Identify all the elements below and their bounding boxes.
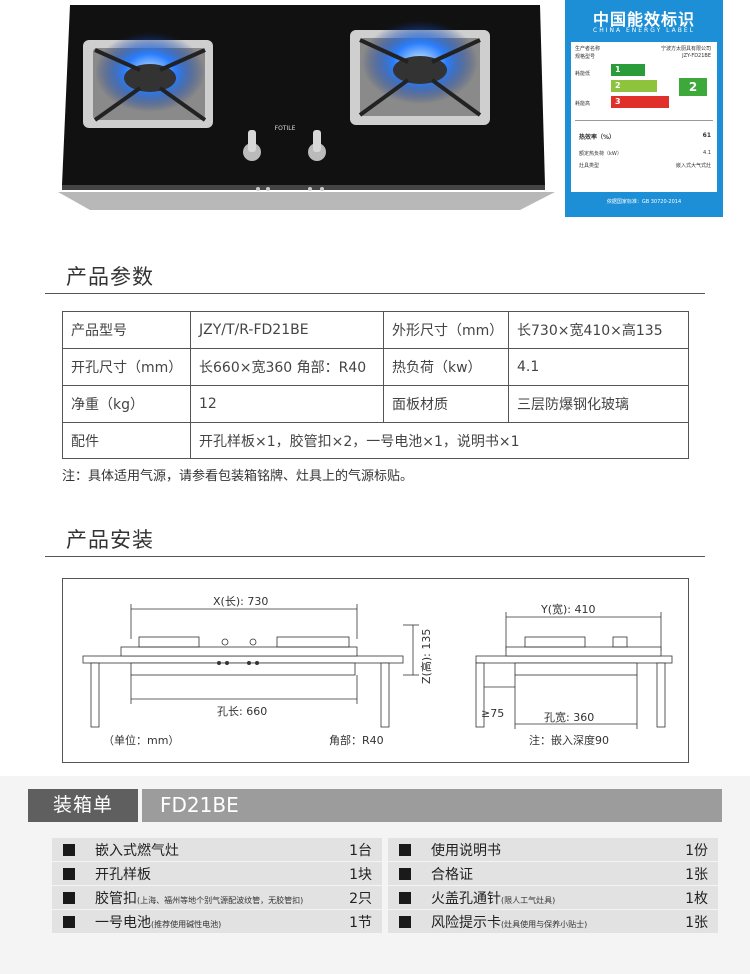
param-value: JZY/T/R-FD21BE	[190, 311, 384, 349]
low-energy-label: 耗能低	[575, 71, 591, 77]
heat-row: 额定热负荷（kW） 4.1	[579, 150, 711, 157]
params-table: 产品型号 JZY/T/R-FD21BE 外形尺寸（mm） 长730×宽410×高…	[62, 311, 689, 459]
depth-note: 注：嵌入深度90	[529, 733, 609, 747]
z-dimension: Z(高): 135	[419, 629, 433, 684]
high-energy-label: 耗能高	[575, 101, 591, 107]
list-item: 一号电池(推荐使用碱性电池) 1节	[52, 910, 382, 933]
grade-bar-2: 2	[611, 80, 657, 92]
corner-note: 角部：R40	[329, 733, 384, 747]
params-divider	[45, 293, 705, 294]
type-value: 嵌入式大气式灶	[675, 163, 711, 169]
list-item: 胶管扣(上海、福州等地个别气源配波纹管，无胶管扣) 2只	[52, 886, 382, 909]
param-label: 开孔尺寸（mm）	[62, 348, 191, 386]
list-item: 嵌入式燃气灶 1台	[52, 838, 382, 861]
left-knob[interactable]	[243, 130, 261, 161]
item-qty: 1节	[349, 914, 372, 931]
hole-width: 孔宽: 360	[544, 710, 594, 724]
list-item: 使用说明书 1份	[388, 838, 718, 861]
right-burner	[350, 20, 490, 125]
item-qty: 1枚	[685, 890, 708, 907]
param-label: 净重（kg）	[62, 385, 191, 423]
param-label: 产品型号	[62, 311, 191, 349]
install-divider	[45, 556, 705, 557]
item-name: 开孔样板	[95, 866, 151, 883]
item-name: 嵌入式燃气灶	[95, 842, 179, 859]
install-title: 产品安装	[66, 528, 154, 552]
hole-length: 孔长: 660	[217, 705, 267, 718]
maker-name: 宁波方太厨具有限公司	[660, 46, 711, 52]
param-label: 配件	[62, 422, 191, 459]
list-item: 合格证 1张	[388, 862, 718, 885]
params-title: 产品参数	[66, 265, 154, 289]
table-row: 净重（kg） 12 面板材质 三层防爆钢化玻璃	[62, 385, 689, 423]
item-qty: 1张	[685, 914, 708, 931]
params-note: 注：具体适用气源，请参看包装箱铭牌、灶具上的气源标贴。	[62, 469, 414, 484]
grade-bar-1: 1	[611, 64, 645, 76]
energy-label-subtitle: CHINA ENERGY LABEL	[593, 27, 695, 34]
install-diagram: X(长): 730 孔长: 660 Z(高): 135 （单位：mm） 角部：R…	[62, 578, 689, 763]
item-name: 合格证	[431, 866, 473, 883]
heat-label: 额定热负荷（kW）	[579, 151, 622, 157]
y-dimension: Y(宽): 410	[540, 602, 596, 616]
item-name: 一号电池(推荐使用碱性电池)	[95, 914, 222, 931]
item-name: 使用说明书	[431, 842, 501, 859]
heat-value: 4.1	[703, 150, 711, 156]
energy-standard: 依据国家标准：GB 30720-2014	[606, 199, 682, 205]
item-name: 火盖孔通针(限人工气灶具)	[431, 890, 556, 907]
param-value: 开孔样板×1，胶管扣×2，一号电池×1，说明书×1	[190, 422, 689, 459]
energy-label: 中国能效标识 CHINA ENERGY LABEL 生产者名称 宁波方太厨具有限…	[565, 0, 723, 217]
param-value: 12	[190, 385, 384, 423]
maker-label: 生产者名称	[575, 46, 601, 52]
packing-model: FD21BE	[160, 793, 239, 817]
list-item: 开孔样板 1块	[52, 862, 382, 885]
packing-list-right: 使用说明书 1份 合格证 1张 火盖孔通针(限人工气灶具) 1枚 风险提示卡(灶具使用…	[388, 838, 718, 934]
list-item: 风险提示卡(灶具使用与保养小贴士) 1张	[388, 910, 718, 933]
table-row: 配件 开孔样板×1，胶管扣×2，一号电池×1，说明书×1	[62, 422, 689, 459]
right-knob[interactable]	[308, 130, 326, 161]
table-row: 开孔尺寸（mm） 长660×宽360 角部：R40 热负荷（kw） 4.1	[62, 348, 689, 386]
list-item: 火盖孔通针(限人工气灶具) 1枚	[388, 886, 718, 909]
type-label: 灶具类型	[579, 163, 600, 169]
item-qty: 1份	[685, 842, 708, 859]
left-burner	[83, 32, 213, 128]
item-qty: 1张	[685, 866, 708, 883]
cooktop-product-image: FOTILE	[58, 5, 555, 210]
param-value: 长660×宽360 角部：R40	[190, 348, 384, 386]
param-label: 热负荷（kw）	[383, 348, 509, 386]
param-label: 面板材质	[383, 385, 509, 423]
packing-header-bar	[142, 789, 722, 822]
install-drawing: X(长): 730 孔长: 660 Z(高): 135 （单位：mm） 角部：R…	[82, 595, 673, 747]
param-label: 外形尺寸（mm）	[383, 311, 509, 349]
packing-title: 装箱单	[28, 789, 138, 822]
energy-label-panel: 生产者名称 宁波方太厨具有限公司 规格型号 JZY-FD21BE 耗能低 耗能高…	[571, 42, 717, 192]
brand-logo: FOTILE	[275, 125, 296, 132]
model-value: JZY-FD21BE	[682, 53, 711, 59]
energy-label-title: 中国能效标识	[592, 10, 695, 29]
grade-indicator: 2	[679, 78, 707, 96]
model-label: 规格型号	[575, 54, 596, 60]
grade-bar-3: 3	[611, 96, 669, 108]
table-row: 产品型号 JZY/T/R-FD21BE 外形尺寸（mm） 长730×宽410×高…	[62, 311, 689, 349]
unit-note: （单位：mm）	[103, 733, 179, 747]
param-value: 长730×宽410×高135	[508, 311, 689, 349]
packing-list-left: 嵌入式燃气灶 1台 开孔样板 1块 胶管扣(上海、福州等地个别气源配波纹管，无胶管扣…	[52, 838, 382, 934]
item-qty: 2只	[349, 890, 372, 907]
type-row: 灶具类型 嵌入式大气式灶	[579, 162, 711, 169]
efficiency-row: 热效率（%） 61	[579, 132, 711, 141]
efficiency-value: 61	[702, 132, 711, 139]
param-value: 4.1	[508, 348, 689, 386]
item-qty: 1台	[349, 842, 372, 859]
x-dimension: X(长): 730	[213, 595, 268, 608]
item-name: 风险提示卡(灶具使用与保养小贴士)	[431, 914, 588, 931]
item-qty: 1块	[349, 866, 372, 883]
wall-gap: ≥75	[481, 707, 504, 720]
item-name: 胶管扣(上海、福州等地个别气源配波纹管，无胶管扣)	[95, 890, 304, 907]
efficiency-label: 热效率（%）	[579, 134, 616, 141]
param-value: 三层防爆钢化玻璃	[508, 385, 689, 423]
